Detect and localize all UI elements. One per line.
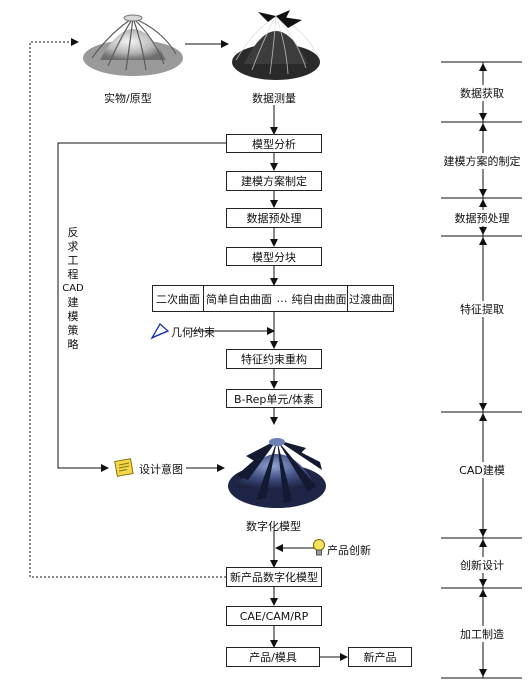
stage-manufacturing: 加工制造 <box>440 626 524 642</box>
modeling-plan-box: 建模方案制定 <box>226 171 322 191</box>
new-digital-model-box: 新产品数字化模型 <box>226 567 322 587</box>
preprocess-box: 数据预处理 <box>226 208 322 228</box>
strategy-char: 程 <box>67 268 79 281</box>
surface-types-box: 二次曲面 简单自由曲面 … 纯自由曲面 过渡曲面 <box>152 285 394 312</box>
digital-model-label: 数字化模型 <box>246 520 301 533</box>
strategy-char: 建 <box>67 296 79 309</box>
stage-innovative-design: 创新设计 <box>440 557 524 573</box>
surface-type-ellipsis: … <box>276 292 288 305</box>
stage-preprocess: 数据预处理 <box>440 210 524 226</box>
measured-pointcloud-image <box>232 10 320 80</box>
strategy-char: CAD <box>62 283 84 294</box>
physical-prototype-label: 实物/原型 <box>104 92 152 105</box>
strategy-char: 模 <box>67 310 79 323</box>
cae-cam-rp-box: CAE/CAM/RP <box>226 606 322 626</box>
surface-type-pure-free: 纯自由曲面 <box>291 292 347 306</box>
strategy-char: 略 <box>67 338 79 351</box>
stage-cad-modeling: CAD建模 <box>440 462 524 478</box>
design-intent-label: 设计意图 <box>139 463 183 476</box>
model-analysis-box: 模型分析 <box>226 134 322 153</box>
stage-data-acquisition: 数据获取 <box>440 85 524 101</box>
physical-impeller-image <box>83 14 183 76</box>
stage-feature-extraction: 特征提取 <box>440 301 524 317</box>
strategy-char: 求 <box>67 240 79 253</box>
segmentation-box: 模型分块 <box>226 247 322 266</box>
lightbulb-icon <box>313 539 325 556</box>
surface-type-transition: 过渡曲面 <box>347 286 394 311</box>
surface-type-simple-free: 简单自由曲面 <box>203 286 274 311</box>
reverse-engineering-strategy-label: 反 求 工 程 CAD 建 模 策 略 <box>62 226 84 352</box>
product-mold-box: 产品/模具 <box>226 647 320 667</box>
surface-type-quadric: 二次曲面 <box>156 292 200 306</box>
strategy-char: 工 <box>67 254 79 267</box>
stage-modeling-plan: 建模方案的制定 <box>440 153 524 169</box>
brep-box: B-Rep单元/体素 <box>226 389 322 408</box>
digital-impeller-image <box>226 426 328 514</box>
data-measurement-label: 数据测量 <box>252 92 296 105</box>
product-innovation-label: 产品创新 <box>327 544 371 557</box>
new-product-box: 新产品 <box>348 647 412 667</box>
geometric-constraint-icon <box>150 322 170 340</box>
design-intent-note-icon <box>114 458 134 477</box>
feature-reconstruct-box: 特征约束重构 <box>226 349 322 369</box>
strategy-char: 反 <box>67 226 79 239</box>
geometric-constraint-label: 几何约束 <box>171 326 215 339</box>
strategy-char: 策 <box>67 324 79 337</box>
